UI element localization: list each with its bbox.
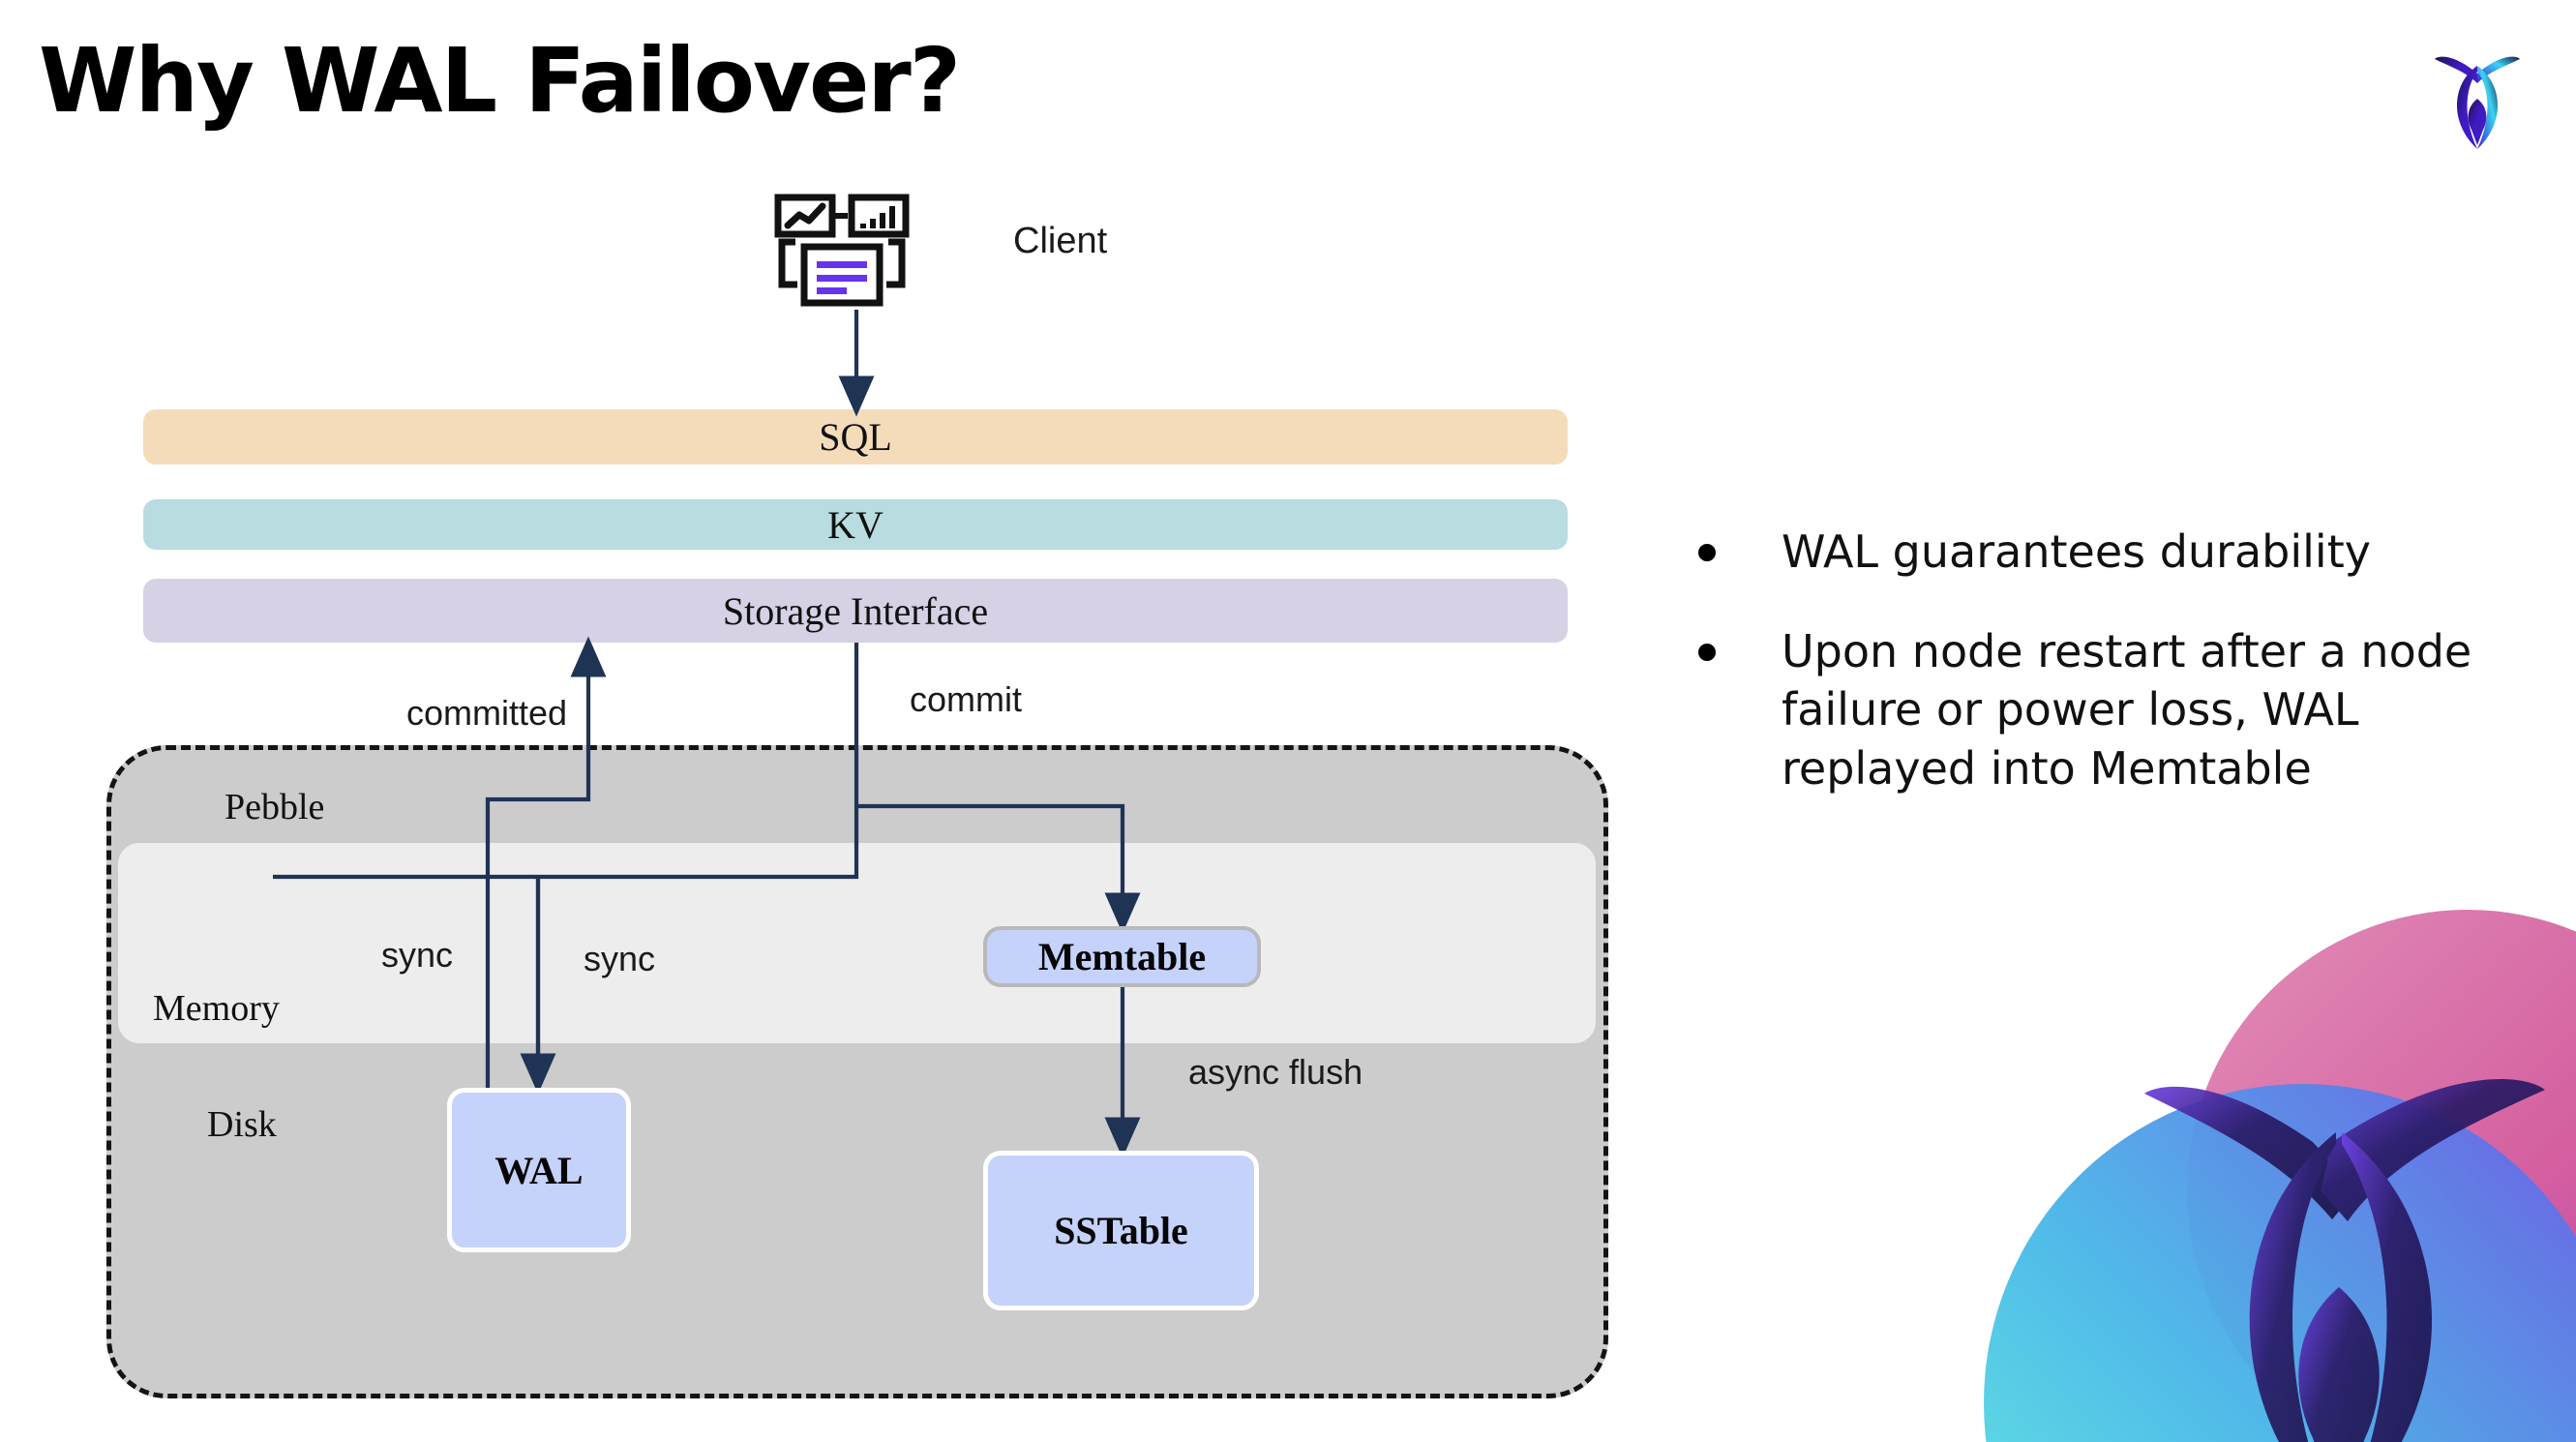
- layer-storage-label: Storage Interface: [722, 588, 989, 633]
- bullet-dot-icon: [1698, 643, 1716, 661]
- edge-label-sync-1: sync: [381, 935, 454, 975]
- list-item: Upon node restart after a node failure o…: [1698, 622, 2501, 798]
- memory-label: Memory: [153, 988, 280, 1029]
- bullet-text: WAL guarantees durability: [1782, 526, 2371, 578]
- architecture-diagram: Pebble Memory Disk SQL KV Storage Interf…: [106, 194, 1608, 1398]
- decorative-circles: [1984, 910, 2576, 1442]
- edge-label-commit: commit: [910, 679, 1022, 719]
- client-dashboard-icon: [774, 194, 910, 307]
- edge-label-async-flush: async flush: [1188, 1052, 1363, 1092]
- page-title: Why WAL Failover?: [39, 29, 961, 133]
- layer-sql-label: SQL: [819, 415, 892, 459]
- diagram-connectors: [273, 310, 1141, 1158]
- node-wal[interactable]: WAL: [447, 1088, 631, 1252]
- node-memtable[interactable]: Memtable: [983, 926, 1261, 987]
- disk-label: Disk: [207, 1104, 277, 1145]
- bullet-dot-icon: [1698, 544, 1716, 561]
- edge-label-sync-2: sync: [584, 939, 656, 978]
- pebble-label: Pebble: [225, 787, 325, 827]
- node-sstable-label: SSTable: [1054, 1209, 1188, 1252]
- bullet-list: WAL guarantees durability Upon node rest…: [1698, 523, 2501, 839]
- layer-sql: SQL: [143, 409, 1568, 465]
- list-item: WAL guarantees durability: [1698, 523, 2501, 582]
- layer-kv-label: KV: [827, 502, 884, 547]
- bullet-text: Upon node restart after a node failure o…: [1782, 624, 2472, 796]
- layer-kv: KV: [143, 499, 1568, 550]
- edge-label-committed: committed: [406, 693, 568, 733]
- cockroachdb-logo-icon: [2435, 56, 2520, 149]
- node-memtable-label: Memtable: [1037, 935, 1207, 978]
- node-sstable[interactable]: SSTable: [983, 1151, 1259, 1310]
- layer-storage-interface: Storage Interface: [143, 579, 1568, 643]
- client-label: Client: [1013, 221, 1108, 261]
- node-wal-label: WAL: [494, 1148, 584, 1192]
